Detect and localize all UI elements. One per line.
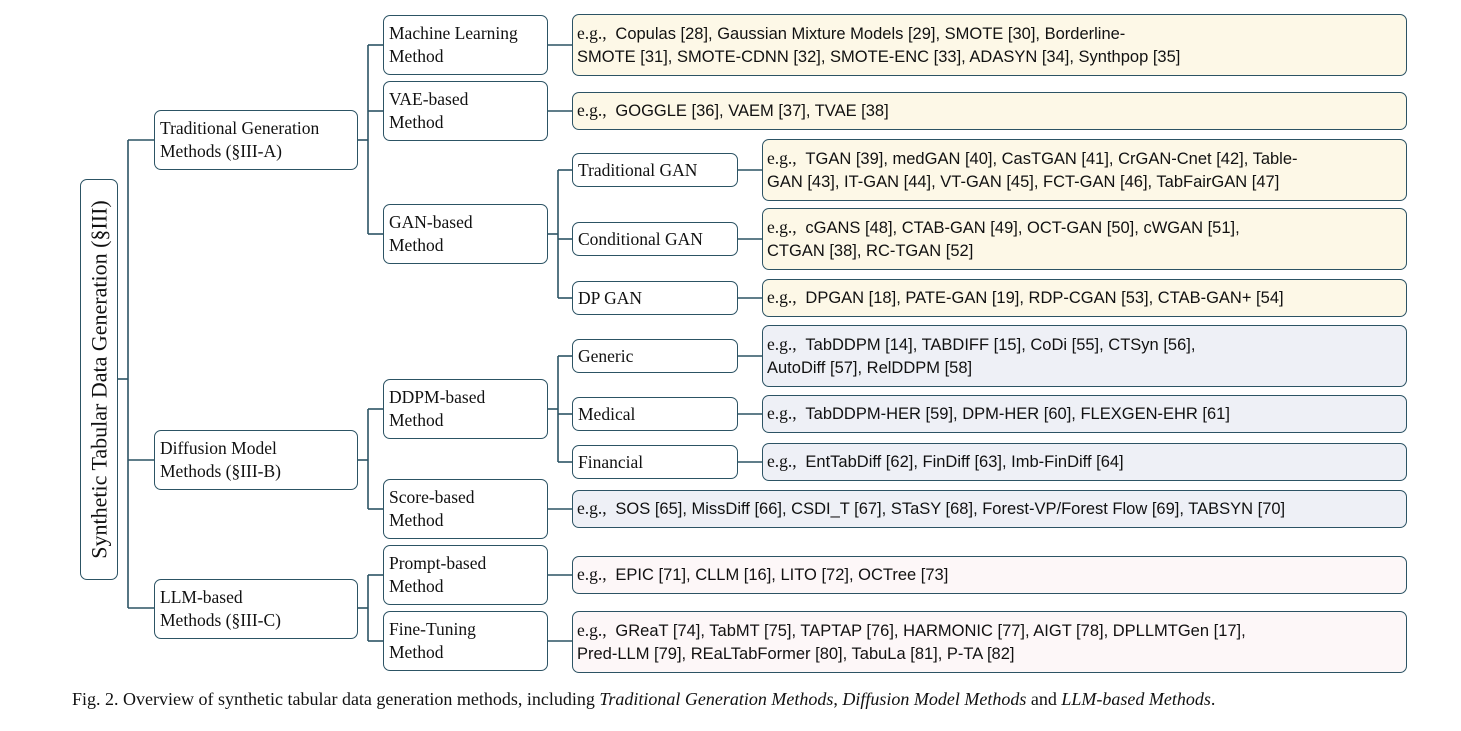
- examples-vae: e.g., GOGGLE [36], VAEM [37], TVAE [38]: [572, 92, 1407, 130]
- method-score: Score-based Method: [383, 479, 548, 539]
- category-llm-line1: LLM-based: [160, 587, 243, 607]
- subtype-dp-gan: DP GAN: [572, 281, 738, 315]
- method-ft: Fine-Tuning Method: [383, 611, 548, 671]
- examples-ml-line1: Copulas [28], Gaussian Mixture Models [2…: [615, 24, 1126, 43]
- category-traditional-line1: Traditional Generation: [160, 118, 320, 138]
- method-vae-line1: VAE-based: [389, 89, 469, 109]
- examples-traditional-gan-line1: TGAN [39], medGAN [40], CasTGAN [41], Cr…: [805, 149, 1298, 168]
- subtype-medical: Medical: [572, 397, 738, 431]
- examples-ml: e.g., Copulas [28], Gaussian Mixture Mod…: [572, 14, 1407, 76]
- method-vae-line2: Method: [389, 112, 444, 132]
- examples-dp-gan: e.g., DPGAN [18], PATE-GAN [19], RDP-CGA…: [762, 279, 1407, 317]
- method-ddpm: DDPM-based Method: [383, 379, 548, 439]
- examples-ft-line1: GReaT [74], TabMT [75], TAPTAP [76], HAR…: [615, 621, 1246, 640]
- category-traditional-line2: Methods (§III-A): [160, 141, 282, 161]
- examples-financial: e.g., EntTabDiff [62], FinDiff [63], Imb…: [762, 443, 1407, 481]
- root-node: Synthetic Tabular Data Generation (§III): [80, 179, 118, 580]
- method-gan-line2: Method: [389, 235, 444, 255]
- category-diffusion: Diffusion Model Methods (§III-B): [154, 430, 358, 490]
- method-gan: GAN-based Method: [383, 204, 548, 264]
- examples-medical-line1: TabDDPM-HER [59], DPM-HER [60], FLEXGEN-…: [805, 405, 1230, 423]
- examples-prompt-line1: EPIC [71], CLLM [16], LITO [72], OCTree …: [615, 566, 949, 584]
- examples-vae-prefix: e.g.,: [577, 100, 607, 120]
- method-ml-line2: Method: [389, 46, 444, 66]
- method-ddpm-line1: DDPM-based: [389, 387, 486, 407]
- examples-dp-gan-prefix: e.g.,: [767, 287, 797, 307]
- examples-ft: e.g., GReaT [74], TabMT [75], TAPTAP [76…: [572, 611, 1407, 673]
- caption-diffusion: Diffusion Model Methods: [842, 689, 1027, 709]
- subtype-financial: Financial: [572, 445, 738, 479]
- examples-financial-line1: EntTabDiff [62], FinDiff [63], Imb-FinDi…: [805, 453, 1124, 471]
- examples-conditional-gan-prefix: e.g.,: [767, 216, 797, 237]
- category-llm: LLM-based Methods (§III-C): [154, 579, 358, 639]
- examples-traditional-gan-prefix: e.g.,: [767, 147, 797, 168]
- examples-conditional-gan-line2: CTGAN [38], RC-TGAN [52]: [767, 241, 974, 260]
- subtype-medical-label: Medical: [578, 403, 636, 424]
- examples-ml-line2: SMOTE [31], SMOTE-CDNN [32], SMOTE-ENC […: [577, 47, 1181, 66]
- subtype-traditional-gan-label: Traditional GAN: [578, 159, 698, 180]
- examples-traditional-gan: e.g., TGAN [39], medGAN [40], CasTGAN [4…: [762, 139, 1407, 201]
- root-label: Synthetic Tabular Data Generation (§III): [86, 200, 112, 559]
- caption-sep1: ,: [833, 689, 843, 709]
- category-diffusion-line1: Diffusion Model: [160, 438, 277, 458]
- examples-conditional-gan: e.g., cGANS [48], CTAB-GAN [49], OCT-GAN…: [762, 208, 1407, 270]
- method-ml: Machine Learning Method: [383, 15, 548, 75]
- method-ft-line2: Method: [389, 642, 444, 662]
- examples-dp-gan-line1: DPGAN [18], PATE-GAN [19], RDP-CGAN [53]…: [805, 289, 1284, 307]
- subtype-financial-label: Financial: [578, 451, 644, 472]
- examples-traditional-gan-line2: GAN [43], IT-GAN [44], VT-GAN [45], FCT-…: [767, 172, 1280, 191]
- subtype-conditional-gan-label: Conditional GAN: [578, 228, 703, 249]
- examples-financial-prefix: e.g.,: [767, 451, 797, 471]
- caption-sep2: and: [1026, 689, 1062, 709]
- examples-ft-prefix: e.g.,: [577, 619, 607, 640]
- method-ft-line1: Fine-Tuning: [389, 619, 476, 639]
- method-gan-line1: GAN-based: [389, 212, 473, 232]
- examples-generic-line1: TabDDPM [14], TABDIFF [15], CoDi [55], C…: [805, 335, 1196, 354]
- examples-score: e.g., SOS [65], MissDiff [66], CSDI_T [6…: [572, 490, 1407, 528]
- examples-medical-prefix: e.g.,: [767, 403, 797, 423]
- examples-prompt: e.g., EPIC [71], CLLM [16], LITO [72], O…: [572, 556, 1407, 594]
- examples-vae-line1: GOGGLE [36], VAEM [37], TVAE [38]: [615, 102, 889, 120]
- examples-generic: e.g., TabDDPM [14], TABDIFF [15], CoDi […: [762, 325, 1407, 387]
- method-score-line1: Score-based: [389, 487, 475, 507]
- caption-traditional: Traditional Generation Methods: [599, 689, 834, 709]
- examples-prompt-prefix: e.g.,: [577, 564, 607, 584]
- category-llm-line2: Methods (§III-C): [160, 610, 282, 630]
- category-diffusion-line2: Methods (§III-B): [160, 461, 282, 481]
- subtype-traditional-gan: Traditional GAN: [572, 153, 738, 187]
- method-ddpm-line2: Method: [389, 410, 444, 430]
- category-traditional: Traditional Generation Methods (§III-A): [154, 110, 358, 170]
- examples-generic-prefix: e.g.,: [767, 333, 797, 354]
- examples-ft-line2: Pred-LLM [79], REaLTabFormer [80], TabuL…: [577, 644, 1015, 663]
- subtype-conditional-gan: Conditional GAN: [572, 222, 738, 256]
- caption-prefix: Fig. 2. Overview of synthetic tabular da…: [72, 689, 600, 709]
- method-prompt-line1: Prompt-based: [389, 553, 487, 573]
- method-vae: VAE-based Method: [383, 81, 548, 141]
- caption-suffix: .: [1210, 689, 1216, 709]
- figure-caption: Fig. 2. Overview of synthetic tabular da…: [72, 689, 1215, 710]
- examples-generic-line2: AutoDiff [57], RelDDPM [58]: [767, 358, 973, 377]
- method-prompt-line2: Method: [389, 576, 444, 596]
- examples-score-line1: SOS [65], MissDiff [66], CSDI_T [67], ST…: [615, 500, 1286, 518]
- method-ml-line1: Machine Learning: [389, 23, 518, 43]
- examples-conditional-gan-line1: cGANS [48], CTAB-GAN [49], OCT-GAN [50],…: [805, 218, 1240, 237]
- method-score-line2: Method: [389, 510, 444, 530]
- subtype-generic-label: Generic: [578, 345, 634, 366]
- examples-ml-prefix: e.g.,: [577, 22, 607, 43]
- examples-medical: e.g., TabDDPM-HER [59], DPM-HER [60], FL…: [762, 395, 1407, 433]
- subtype-dp-gan-label: DP GAN: [578, 287, 643, 308]
- method-prompt: Prompt-based Method: [383, 545, 548, 605]
- examples-score-prefix: e.g.,: [577, 498, 607, 518]
- caption-llm: LLM-based Methods: [1061, 689, 1211, 709]
- subtype-generic: Generic: [572, 339, 738, 373]
